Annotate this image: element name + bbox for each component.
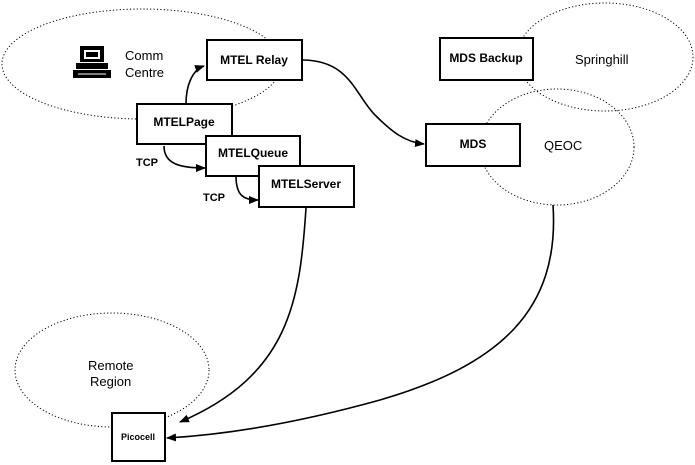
edge-page-to-queue	[163, 145, 206, 172]
tcp-label-1: TCP	[136, 157, 158, 169]
edge-server-to-picocell	[179, 207, 307, 423]
edge-qeoc-to-picocell	[166, 204, 555, 442]
mtel-server-label: MTELServer	[271, 177, 341, 191]
mds-backup-label: MDS Backup	[449, 51, 522, 65]
remote-region-label-line1: Remote	[88, 358, 134, 373]
qeoc-label: QEOC	[544, 138, 582, 153]
mtel-relay-label: MTEL Relay	[220, 53, 288, 67]
remote-region-label-line2: Region	[90, 374, 131, 389]
node-mtel-relay: MTEL Relay	[206, 39, 303, 81]
node-mds-backup: MDS Backup	[439, 37, 534, 81]
node-picocell: Picocell	[111, 412, 166, 462]
springhill-region	[516, 2, 694, 112]
edge-relay-to-mds	[301, 59, 425, 148]
node-mds: MDS	[425, 123, 521, 167]
mtel-page-label: MTELPage	[153, 115, 215, 129]
comm-centre-label-line2: Centre	[125, 65, 164, 80]
computer-icon	[73, 46, 111, 78]
mds-label: MDS	[460, 137, 487, 151]
comm-centre-label-line1: Comm	[125, 48, 163, 63]
qeoc-region	[479, 88, 635, 206]
mtel-queue-label: MTELQueue	[218, 146, 288, 160]
edge-queue-to-server	[235, 175, 259, 204]
picocell-label: Picocell	[121, 432, 155, 442]
tcp-label-2: TCP	[203, 192, 225, 204]
node-mtel-server: MTELServer	[258, 165, 355, 208]
springhill-label: Springhill	[575, 52, 629, 67]
edge-page-to-relay	[185, 65, 205, 105]
